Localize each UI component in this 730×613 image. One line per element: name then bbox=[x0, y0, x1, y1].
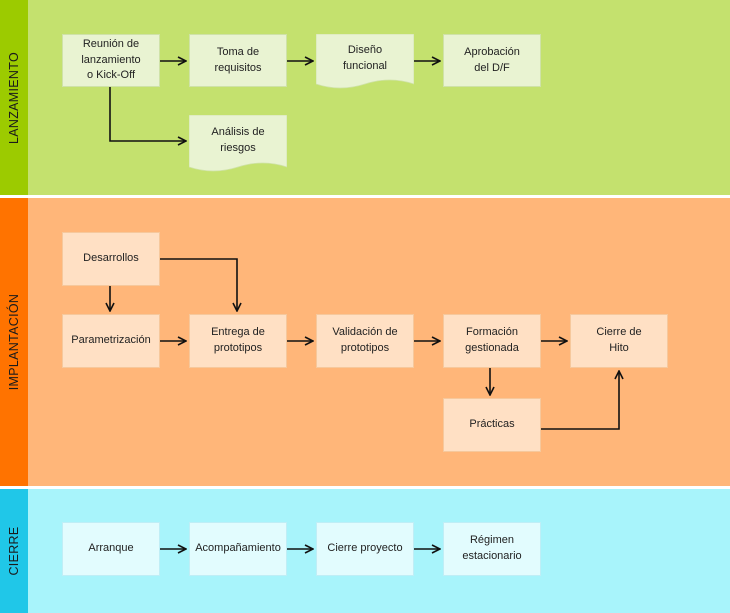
node-regimen[interactable]: Régimen estacionario bbox=[443, 522, 541, 576]
node-aprobacion-label: Aprobación del D/F bbox=[464, 45, 520, 74]
node-kickoff[interactable]: Reunión de lanzamiento o Kick-Off bbox=[62, 34, 160, 87]
lane-lanzamiento-tab: LANZAMIENTO bbox=[0, 0, 28, 195]
node-acompanamiento[interactable]: Acompañamiento bbox=[189, 522, 287, 576]
node-regimen-label: Régimen estacionario bbox=[462, 534, 522, 562]
lane-implantacion-label: IMPLANTACIÓN bbox=[7, 293, 21, 391]
node-formacion[interactable]: Formación gestionada bbox=[443, 314, 541, 368]
node-entrega-prototipos-label: Entrega de prototipos bbox=[211, 326, 265, 354]
node-toma-requisitos[interactable]: Toma de requisitos bbox=[189, 34, 287, 87]
node-analisis-riesgos[interactable]: Análisis de riesgos bbox=[189, 115, 287, 167]
lane-cierre-label: CIERRE bbox=[7, 526, 21, 576]
node-validacion-prototipos-label: Validación de prototipos bbox=[332, 326, 398, 354]
node-diseno-funcional-label: Diseño funcional bbox=[342, 44, 388, 72]
node-entrega-prototipos[interactable]: Entrega de prototipos bbox=[189, 314, 287, 368]
node-analisis-riesgos-label: Análisis de riesgos bbox=[211, 126, 265, 154]
diseno-funcional-shape bbox=[316, 34, 414, 89]
lane-cierre-tab: CIERRE bbox=[0, 489, 28, 613]
node-arranque-label: Arranque bbox=[88, 542, 134, 555]
node-cierre-hito-label: Cierre de Hito bbox=[596, 326, 642, 354]
node-cierre-proyecto[interactable]: Cierre proyecto bbox=[316, 522, 414, 576]
node-toma-requisitos-label: Toma de requisitos bbox=[214, 45, 262, 74]
lane-implantacion-tab: IMPLANTACIÓN bbox=[0, 198, 28, 486]
lane-lanzamiento: LANZAMIENTO bbox=[0, 0, 730, 195]
node-parametrizacion-label: Parametrización bbox=[71, 334, 151, 347]
node-aprobacion[interactable]: Aprobación del D/F bbox=[443, 34, 541, 87]
node-diseno-funcional[interactable]: Diseño funcional bbox=[316, 34, 414, 84]
node-validacion-prototipos[interactable]: Validación de prototipos bbox=[316, 314, 414, 368]
node-practicas-label: Prácticas bbox=[469, 418, 515, 431]
node-arranque[interactable]: Arranque bbox=[62, 522, 160, 576]
node-kickoff-label: Reunión de lanzamiento o Kick-Off bbox=[81, 37, 141, 82]
node-practicas[interactable]: Prácticas bbox=[443, 398, 541, 452]
node-desarrollos-label: Desarrollos bbox=[83, 252, 139, 265]
node-formacion-label: Formación gestionada bbox=[465, 326, 519, 354]
lane-lanzamiento-label: LANZAMIENTO bbox=[7, 51, 21, 144]
node-desarrollos[interactable]: Desarrollos bbox=[62, 232, 160, 286]
node-cierre-hito[interactable]: Cierre de Hito bbox=[570, 314, 668, 368]
lane-lanzamiento-body bbox=[28, 0, 730, 195]
analisis-riesgos-shape bbox=[189, 115, 287, 172]
node-cierre-proyecto-label: Cierre proyecto bbox=[327, 542, 403, 555]
node-parametrizacion[interactable]: Parametrización bbox=[62, 314, 160, 368]
node-acompanamiento-label: Acompañamiento bbox=[195, 542, 281, 555]
